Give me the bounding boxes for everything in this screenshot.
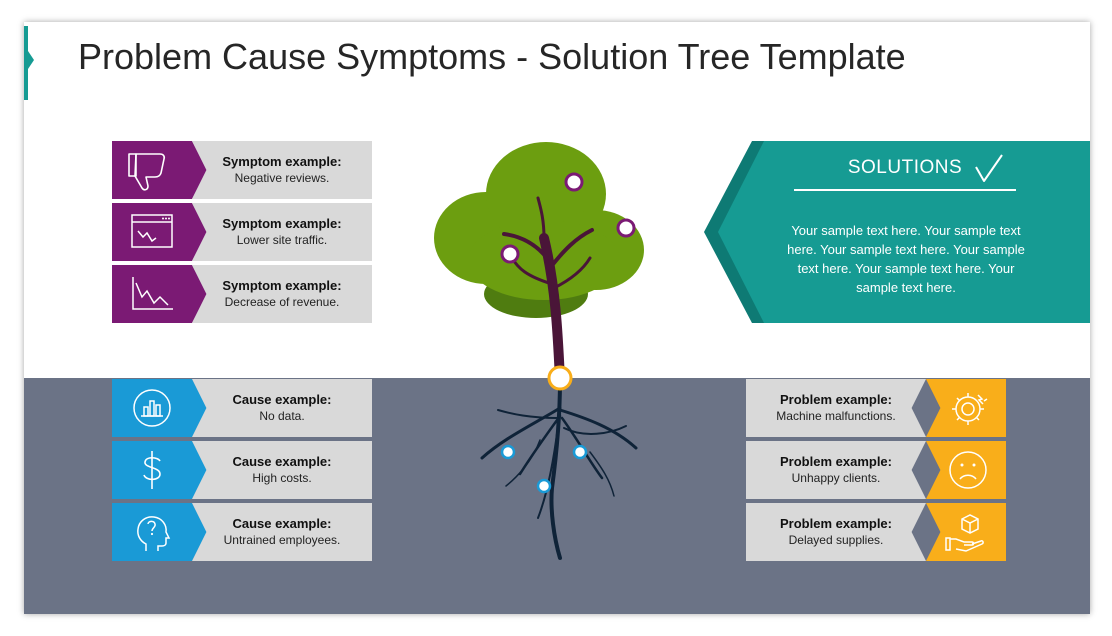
cause-text: High costs. xyxy=(252,471,312,485)
cause-text: Untrained employees. xyxy=(223,533,341,547)
problem-icon-box xyxy=(926,503,1006,561)
problem-text: Unhappy clients. xyxy=(791,471,881,485)
declining-chart-icon xyxy=(132,277,173,310)
cause-row: Cause example: Untrained employees. xyxy=(112,503,372,561)
cause-label: Cause example: High costs. xyxy=(192,441,372,499)
cause-row: Cause example: High costs. xyxy=(112,441,372,499)
box-hand-icon xyxy=(945,514,984,552)
problem-text: Delayed supplies. xyxy=(788,533,884,547)
solutions-panel: SOLUTIONS Your sample text here. Your sa… xyxy=(704,141,1090,323)
cause-icon-box xyxy=(112,503,192,561)
thumbs-down-icon xyxy=(128,153,166,191)
cause-label: Cause example: No data. xyxy=(192,379,372,437)
cause-label: Cause example: Untrained employees. xyxy=(192,503,372,561)
cause-text: No data. xyxy=(259,409,305,423)
root-markers xyxy=(500,444,588,494)
problem-row: Problem example: Delayed supplies. xyxy=(746,503,1006,561)
solutions-divider xyxy=(794,189,1016,191)
bar-chart-circle-icon xyxy=(133,389,171,427)
symptom-icon-box xyxy=(112,265,192,323)
symptom-label: Symptom example: Negative reviews. xyxy=(192,141,372,199)
problem-label: Problem example: Unhappy clients. xyxy=(746,441,926,499)
problem-icon-box xyxy=(926,379,1006,437)
symptom-label: Symptom example: Lower site traffic. xyxy=(192,203,372,261)
symptom-heading: Symptom example: xyxy=(222,216,342,231)
problem-label: Problem example: Delayed supplies. xyxy=(746,503,926,561)
sad-face-icon xyxy=(949,451,987,489)
tree-crown xyxy=(434,142,644,318)
problem-row: Problem example: Unhappy clients. xyxy=(746,441,1006,499)
solutions-shape xyxy=(704,141,1090,323)
tree-illustration xyxy=(434,142,644,560)
symptom-label: Symptom example: Decrease of revenue. xyxy=(192,265,372,323)
problem-icon-box xyxy=(926,441,1006,499)
cause-heading: Cause example: xyxy=(232,516,332,531)
symptom-heading: Symptom example: xyxy=(222,278,342,293)
symptom-row: Symptom example: Decrease of revenue. xyxy=(112,265,372,323)
symptom-text: Lower site traffic. xyxy=(236,233,328,247)
head-question-icon xyxy=(137,516,171,551)
cause-icon-box xyxy=(112,379,192,437)
solutions-title: SOLUTIONS xyxy=(847,157,963,178)
broken-gear-icon xyxy=(952,393,988,425)
symptom-icon-box xyxy=(112,203,192,261)
problem-row: Problem example: Machine malfunctions. xyxy=(746,379,1006,437)
checkmark-icon xyxy=(975,154,1003,182)
symptom-text: Decrease of revenue. xyxy=(224,295,340,309)
title-accent-bar xyxy=(24,26,28,100)
browser-chart-icon xyxy=(131,214,173,248)
problem-heading: Problem example: xyxy=(780,516,892,531)
cause-icon-box xyxy=(112,441,192,499)
problem-heading: Problem example: xyxy=(780,454,892,469)
problem-heading: Problem example: xyxy=(780,392,892,407)
trunk-ground-marker xyxy=(547,365,573,391)
cause-row: Cause example: No data. xyxy=(112,379,372,437)
tree-fruit-markers xyxy=(500,172,636,264)
problem-text: Machine malfunctions. xyxy=(776,409,896,423)
symptom-text: Negative reviews. xyxy=(234,171,330,185)
cause-heading: Cause example: xyxy=(232,454,332,469)
cause-heading: Cause example: xyxy=(232,392,332,407)
symptom-row: Symptom example: Lower site traffic. xyxy=(112,203,372,261)
page-title: Problem Cause Symptoms - Solution Tree T… xyxy=(78,36,906,77)
slide: Problem Cause Symptoms - Solution Tree T… xyxy=(24,22,1090,614)
symptom-row: Symptom example: Negative reviews. xyxy=(112,141,372,199)
symptom-heading: Symptom example: xyxy=(222,154,342,169)
problem-label: Problem example: Machine malfunctions. xyxy=(746,379,926,437)
dollar-icon xyxy=(143,451,161,489)
solutions-text: Your sample text here. Your sample text … xyxy=(787,223,1025,295)
title-accent-arrow xyxy=(28,51,34,69)
tree-roots xyxy=(480,378,638,560)
symptom-icon-box xyxy=(112,141,192,199)
